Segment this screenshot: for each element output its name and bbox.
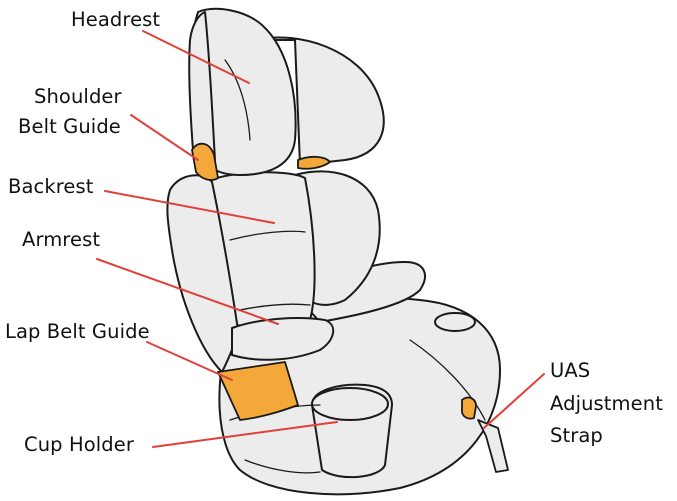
label-uas-strap-line3: Strap bbox=[550, 424, 603, 447]
label-shoulder-belt-guide-line2: Belt Guide bbox=[18, 115, 121, 138]
leader-armrest bbox=[96, 258, 279, 325]
leader-backrest bbox=[104, 190, 275, 224]
label-armrest: Armrest bbox=[22, 228, 101, 251]
left-armrest bbox=[231, 317, 335, 361]
leader-lap-belt-guide bbox=[146, 341, 233, 381]
uas-strap bbox=[477, 419, 509, 473]
uas-strap-buckle bbox=[461, 396, 477, 420]
lap-belt-guide bbox=[217, 361, 299, 421]
shoulder-belt-guide-right bbox=[297, 155, 331, 170]
leader-uas-strap bbox=[483, 373, 545, 429]
leader-cup-holder bbox=[152, 421, 338, 448]
leader-shoulder-belt-guide bbox=[130, 114, 199, 161]
seat-knob bbox=[434, 312, 476, 332]
shoulder-belt-guide-left bbox=[191, 142, 219, 181]
label-backrest: Backrest bbox=[8, 175, 94, 198]
label-shoulder-belt-guide-line1: Shoulder bbox=[34, 85, 122, 108]
leader-headrest bbox=[142, 30, 250, 84]
cup-holder-rim bbox=[311, 387, 389, 421]
headrest-back bbox=[254, 36, 385, 166]
label-headrest: Headrest bbox=[71, 8, 161, 31]
label-uas-strap-line1: UAS bbox=[550, 359, 591, 382]
label-uas-strap-line2: Adjustment bbox=[550, 392, 663, 415]
label-cup-holder: Cup Holder bbox=[24, 433, 134, 456]
label-lap-belt-guide: Lap Belt Guide bbox=[5, 320, 150, 343]
